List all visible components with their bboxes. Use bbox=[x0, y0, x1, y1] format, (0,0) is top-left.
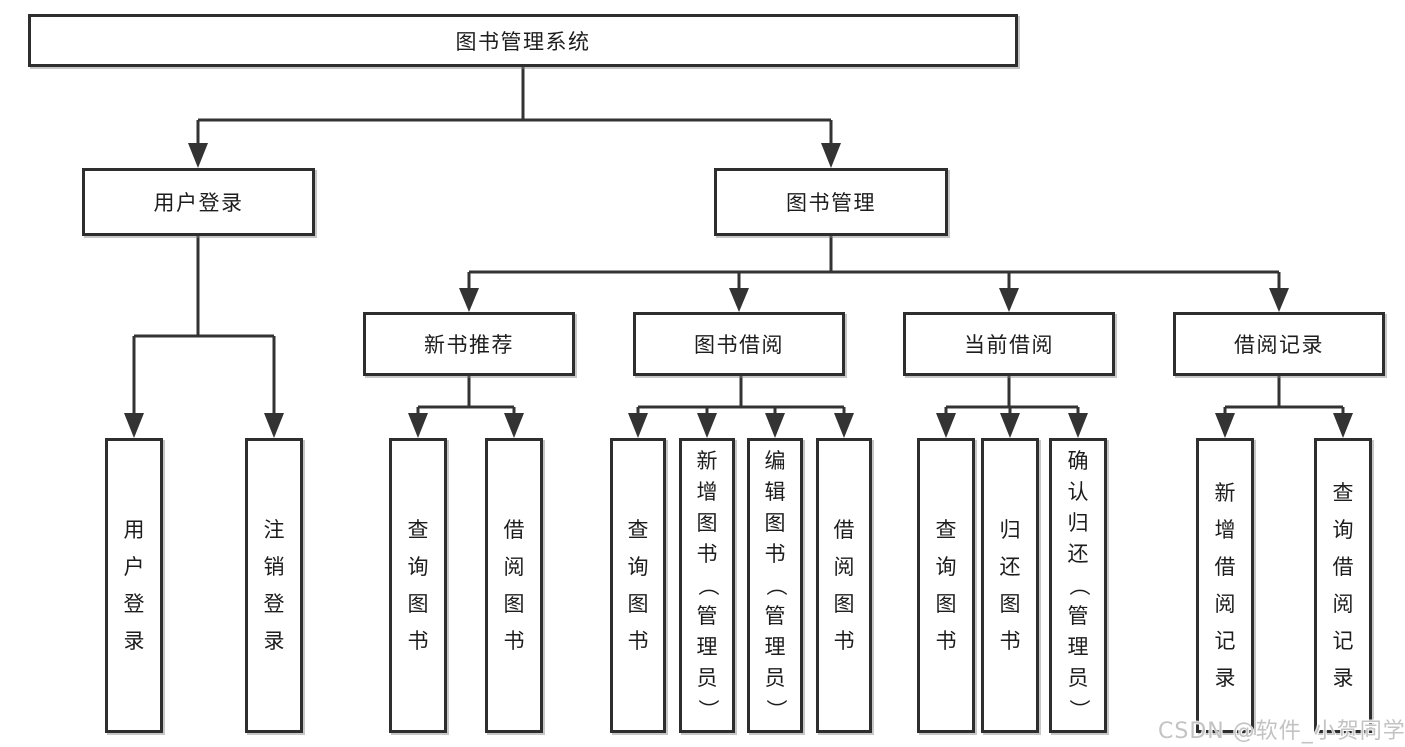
leaf-newbook-query-books-label: 查询图书 bbox=[407, 517, 429, 653]
node-current-borrow: 当前借阅 bbox=[903, 312, 1115, 376]
leaf-return-books-label: 归还图书 bbox=[999, 517, 1021, 653]
leaf-add-borrow-record: 新增借阅记录 bbox=[1196, 438, 1254, 733]
leaf-add-book-admin: 新增图书（管理员） bbox=[679, 438, 735, 733]
node-borrow-records-label: 借阅记录 bbox=[1234, 333, 1324, 357]
node-book-management-label: 图书管理 bbox=[786, 191, 876, 215]
leaf-newbook-borrow-books: 借阅图书 bbox=[485, 438, 543, 733]
leaf-add-book-admin-label: 新增图书（管理员） bbox=[695, 449, 720, 720]
node-user-login: 用户登录 bbox=[82, 168, 315, 236]
leaf-user-login-label: 用户登录 bbox=[123, 517, 145, 653]
leaf-query-borrow-record-label: 查询借阅记录 bbox=[1332, 480, 1354, 690]
leaf-newbook-query-books: 查询图书 bbox=[389, 438, 447, 733]
leaf-add-borrow-record-label: 新增借阅记录 bbox=[1214, 480, 1236, 690]
node-root: 图书管理系统 bbox=[28, 14, 1018, 67]
leaf-confirm-return-admin: 确认归还（管理员） bbox=[1049, 438, 1107, 733]
node-book-management: 图书管理 bbox=[714, 168, 948, 236]
node-borrow-records: 借阅记录 bbox=[1173, 312, 1385, 376]
node-new-book-recommend-label: 新书推荐 bbox=[424, 333, 514, 357]
leaf-return-books: 归还图书 bbox=[981, 438, 1039, 733]
leaf-query-borrow-record: 查询借阅记录 bbox=[1314, 438, 1372, 733]
leaf-current-query-books-label: 查询图书 bbox=[935, 517, 957, 653]
leaf-borrow-query-books-label: 查询图书 bbox=[627, 517, 649, 653]
watermark: CSDN @软件_小贺同学 bbox=[1158, 719, 1405, 744]
leaf-borrow-books-label: 借阅图书 bbox=[833, 517, 855, 653]
node-root-label: 图书管理系统 bbox=[455, 29, 591, 54]
leaf-newbook-borrow-books-label: 借阅图书 bbox=[503, 517, 525, 653]
node-current-borrow-label: 当前借阅 bbox=[964, 333, 1054, 357]
node-book-borrow-label: 图书借阅 bbox=[694, 333, 784, 357]
leaf-logout: 注销登录 bbox=[245, 438, 303, 733]
leaf-borrow-books: 借阅图书 bbox=[816, 438, 872, 733]
leaf-edit-book-admin-label: 编辑图书（管理员） bbox=[763, 449, 788, 720]
node-new-book-recommend: 新书推荐 bbox=[363, 312, 575, 376]
leaf-borrow-query-books: 查询图书 bbox=[610, 438, 666, 733]
leaf-edit-book-admin: 编辑图书（管理员） bbox=[747, 438, 803, 733]
node-user-login-label: 用户登录 bbox=[153, 191, 244, 215]
leaf-logout-label: 注销登录 bbox=[263, 517, 285, 653]
leaf-user-login: 用户登录 bbox=[105, 438, 163, 733]
leaf-current-query-books: 查询图书 bbox=[917, 438, 975, 733]
leaf-confirm-return-admin-label: 确认归还（管理员） bbox=[1066, 449, 1091, 720]
node-book-borrow: 图书借阅 bbox=[633, 312, 845, 376]
